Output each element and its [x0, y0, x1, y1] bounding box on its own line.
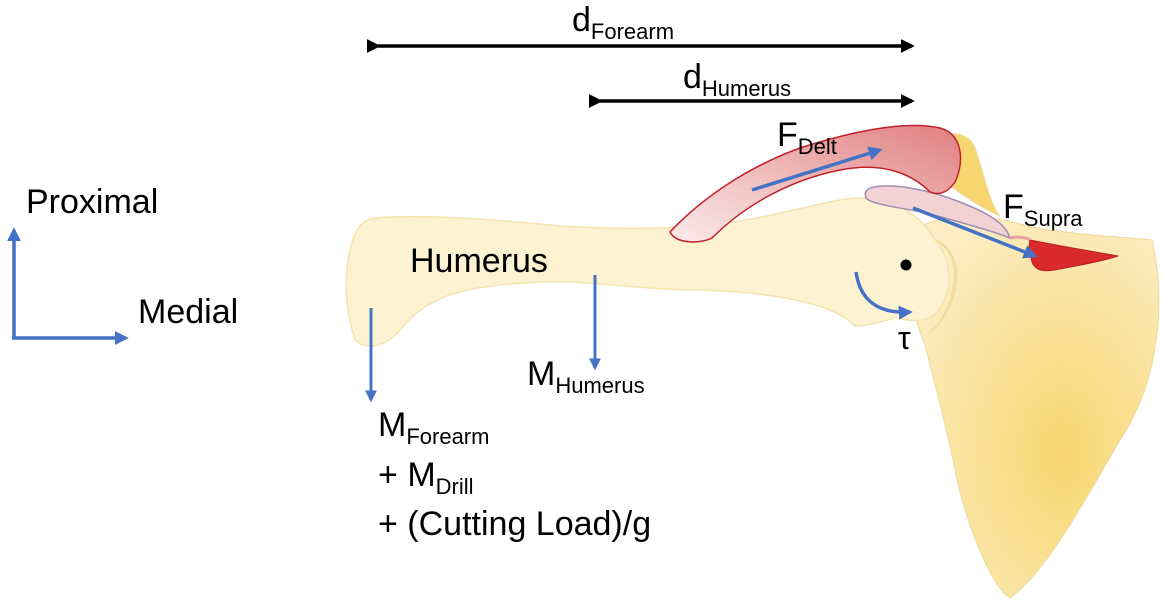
- m-humerus-base: M: [527, 355, 555, 393]
- humerus-label: Humerus: [410, 242, 548, 280]
- f-supra-sub: Supra: [1024, 206, 1083, 231]
- m-drill-sub: Drill: [436, 474, 474, 499]
- d-humerus-sub: Humerus: [702, 76, 791, 101]
- proximal-label: Proximal: [26, 183, 158, 221]
- d-forearm-base: d: [572, 1, 591, 39]
- medial-label: Medial: [138, 293, 238, 331]
- f-supra-label: FSupra: [1003, 188, 1083, 231]
- m-forearm-sub: Forearm: [406, 424, 489, 449]
- f-delt-base: F: [777, 116, 798, 154]
- d-forearm-label: dForearm: [572, 1, 674, 44]
- d-humerus-base: d: [683, 58, 702, 96]
- d-forearm-sub: Forearm: [591, 19, 674, 44]
- m-humerus-sub: Humerus: [555, 373, 644, 398]
- m-forearm-base: M: [378, 406, 406, 444]
- m-drill-base: M: [407, 456, 435, 494]
- f-delt-sub: Delt: [798, 134, 837, 159]
- joint-center-dot: [901, 260, 912, 271]
- m-humerus-label: MHumerus: [527, 355, 645, 398]
- m-drill-prefix: +: [378, 456, 407, 494]
- tau-label: τ: [898, 320, 911, 356]
- d-humerus-label: dHumerus: [683, 58, 791, 101]
- f-delt-label: FDelt: [777, 116, 837, 159]
- m-forearm-label: MForearm: [378, 406, 489, 449]
- cutting-load-label: + (Cutting Load)/g: [378, 505, 651, 543]
- anatomical-axes: [12, 230, 126, 338]
- f-supra-base: F: [1003, 188, 1024, 226]
- m-drill-label: + MDrill: [378, 456, 474, 499]
